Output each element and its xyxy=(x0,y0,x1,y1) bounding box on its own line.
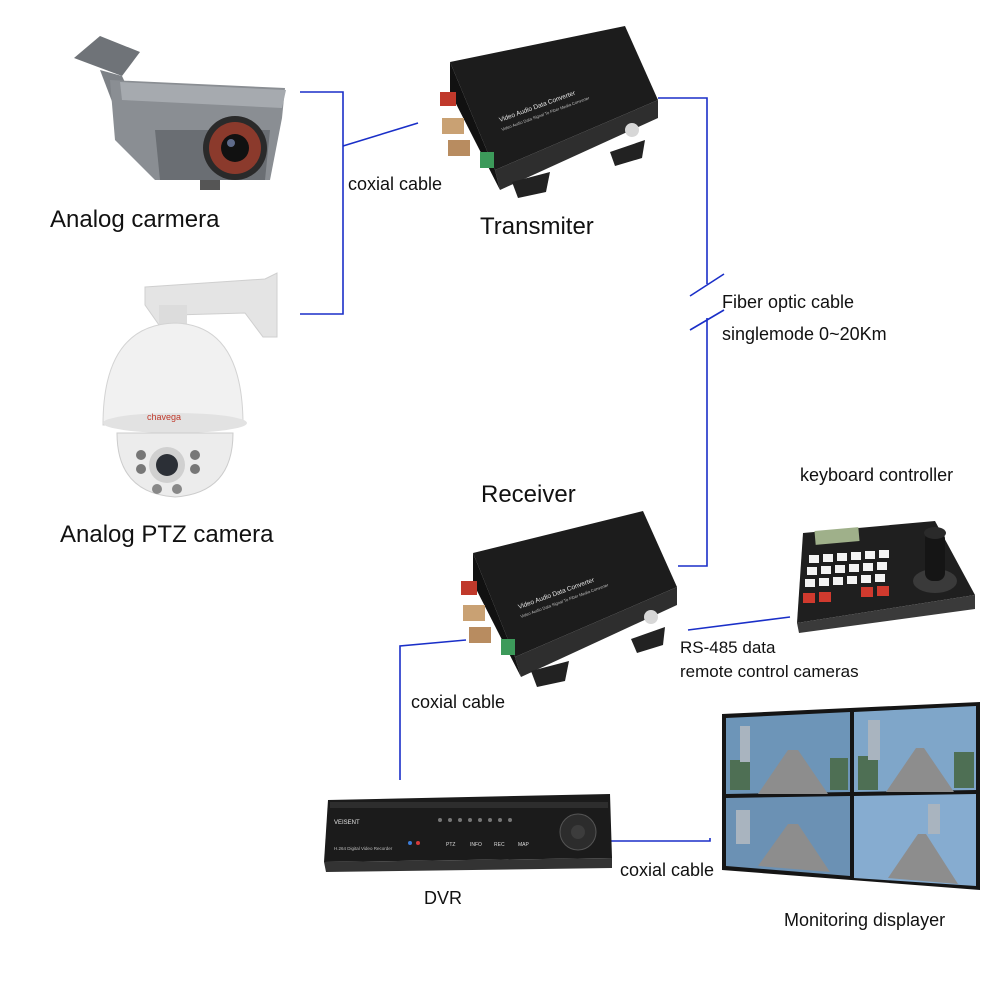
transmitter-image: Video Audio Data Converter Video Audio D… xyxy=(420,22,665,202)
dvr-image: VEISENT H.264 Digital Video Recorder PTZ… xyxy=(320,788,615,873)
fiber-wire-upper xyxy=(658,98,707,284)
rs485-label: RS-485 data xyxy=(680,638,775,658)
coax-wire-dvr-monitor xyxy=(610,838,710,841)
dvr-brand-text: VEISENT xyxy=(334,820,360,826)
dvr-button-ptz: PTZ xyxy=(446,842,455,848)
ptz-camera-image: chavega xyxy=(95,265,285,505)
dvr-sub-text: H.264 Digital Video Recorder xyxy=(334,846,393,851)
coax-cable-label-top: coxial cable xyxy=(348,174,442,195)
dvr-button-rec: REC xyxy=(494,842,505,848)
rs485-desc-label: remote control cameras xyxy=(680,662,859,682)
dvr-button-map: MAP xyxy=(518,842,530,848)
fiber-cable-label: Fiber optic cable xyxy=(722,292,854,313)
keyboard-controller-image xyxy=(785,505,980,635)
monitor-image xyxy=(718,700,983,895)
coax-wire-camera xyxy=(300,92,343,314)
coax-wire-ptz xyxy=(343,123,418,146)
monitor-label: Monitoring displayer xyxy=(784,910,945,931)
rs485-wire xyxy=(688,617,790,630)
transmitter-label: Transmiter xyxy=(480,213,594,241)
dvr-button-info: INFO xyxy=(470,842,482,848)
analog-camera-image xyxy=(60,30,300,200)
coax-cable-label-bottom: coxial cable xyxy=(620,860,714,881)
receiver-image: Video Audio Data Converter Video Audio D… xyxy=(445,505,685,695)
keyboard-controller-label: keyboard controller xyxy=(800,465,953,486)
coax-cable-label-mid: coxial cable xyxy=(411,692,505,713)
fiber-spec-label: singlemode 0~20Km xyxy=(722,324,887,345)
analog-camera-label: Analog carmera xyxy=(50,206,219,234)
dvr-label: DVR xyxy=(424,888,462,909)
ptz-camera-label: Analog PTZ camera xyxy=(60,521,273,549)
ptz-brand-text: chavega xyxy=(147,412,181,422)
